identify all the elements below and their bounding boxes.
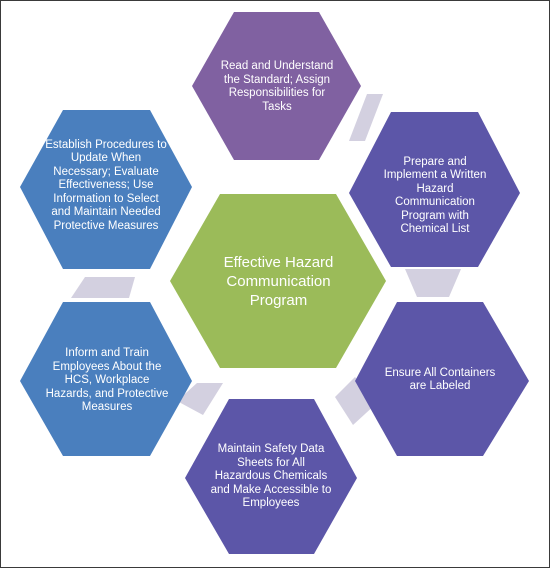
hexagon-step-2 bbox=[349, 112, 520, 267]
step-2-label: Prepare and Implement a Written Hazard C… bbox=[377, 156, 493, 236]
connector-step1-step2 bbox=[349, 94, 383, 141]
step-1-label: Read and Understand the Standard; Assign… bbox=[213, 51, 341, 123]
hexagon-step-1 bbox=[192, 12, 361, 160]
step-5-label: Inform and Train Employees About the HCS… bbox=[41, 341, 173, 421]
center-label-text: Effective Hazard Communication Program bbox=[223, 253, 334, 309]
hexagon-step-6 bbox=[20, 110, 192, 269]
hexagon-step-4 bbox=[185, 399, 357, 554]
connector-step4-step5 bbox=[177, 383, 223, 415]
step-1-label-text: Read and Understand the Standard; Assign… bbox=[220, 60, 334, 113]
connector-step5-step6 bbox=[71, 277, 135, 298]
connector-step2-step3 bbox=[405, 269, 461, 297]
step-3-label: Ensure All Containers are Labeled bbox=[379, 357, 501, 403]
step-4-label-text: Maintain Safety Data Sheets for All Haza… bbox=[210, 443, 332, 510]
step-5-label-text: Inform and Train Employees About the HCS… bbox=[45, 347, 169, 414]
hexagon-step-5 bbox=[20, 302, 192, 456]
connector-step3-step4 bbox=[335, 377, 377, 425]
center-label: Effective Hazard Communication Program bbox=[206, 245, 351, 317]
step-6-label: Establish Procedures to Update When Nece… bbox=[45, 131, 167, 241]
hexagon-step-3 bbox=[355, 302, 529, 456]
step-4-label: Maintain Safety Data Sheets for All Haza… bbox=[209, 437, 333, 517]
hexagon-center bbox=[170, 194, 386, 368]
step-3-label-text: Ensure All Containers are Labeled bbox=[384, 366, 496, 393]
step-2-label-text: Prepare and Implement a Written Hazard C… bbox=[383, 155, 487, 236]
step-6-label-text: Establish Procedures to Update When Nece… bbox=[45, 138, 167, 232]
